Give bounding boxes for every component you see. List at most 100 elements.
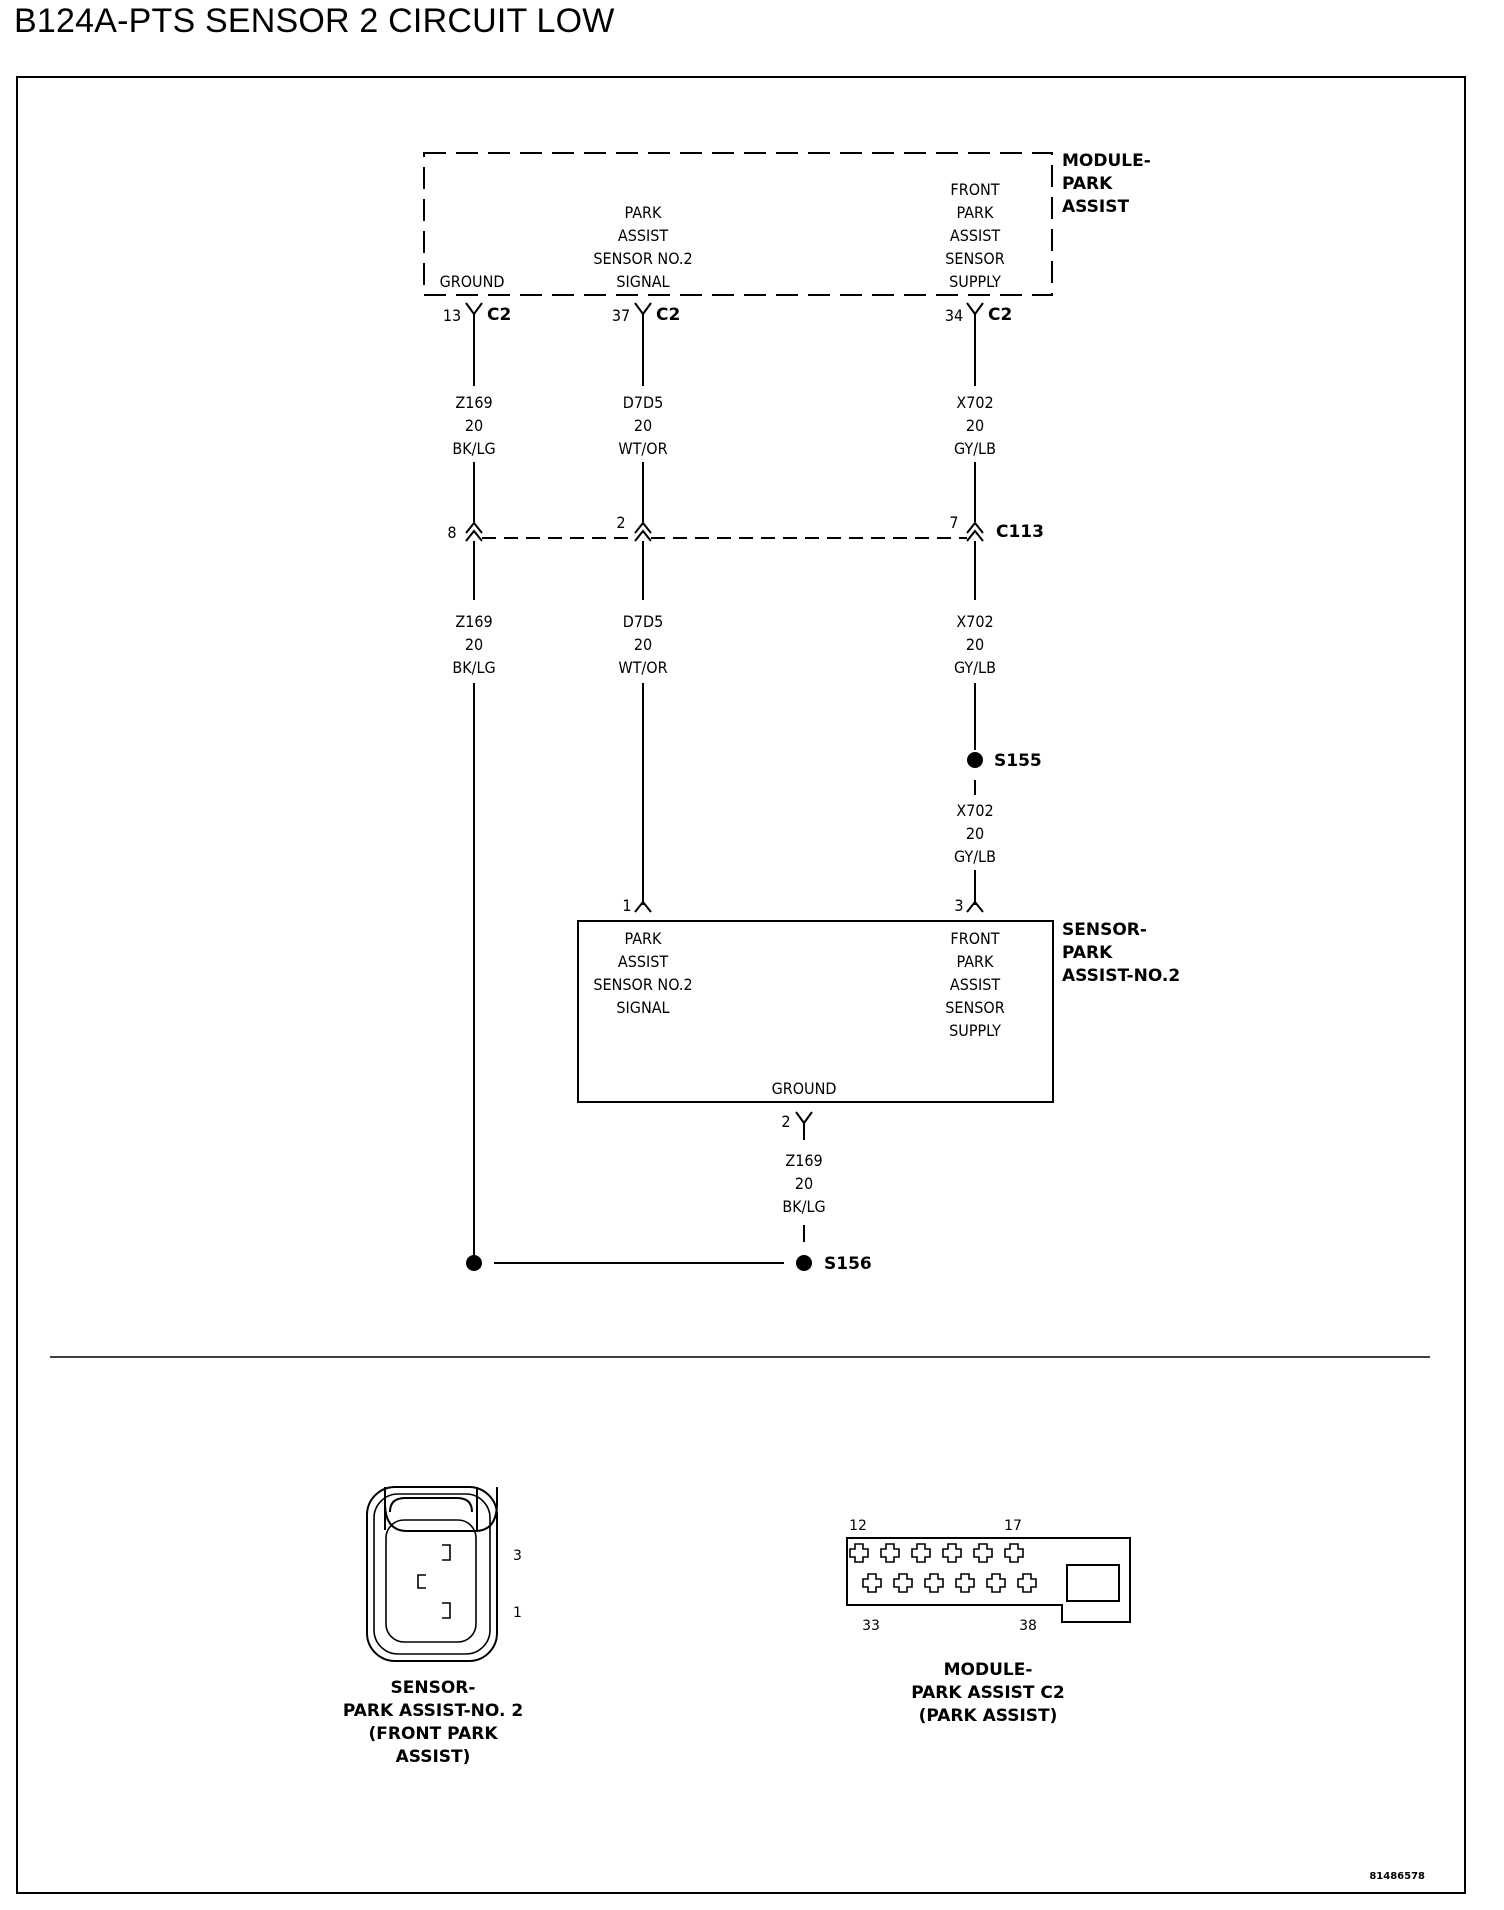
c2-terminal-cavity <box>986 1573 1006 1593</box>
svg-text:ASSIST: ASSIST <box>950 975 1001 994</box>
svg-text:PARK: PARK <box>1062 174 1113 194</box>
page-title: B124A-PTS SENSOR 2 CIRCUIT LOW <box>14 2 615 40</box>
svg-text:PARK: PARK <box>957 203 995 222</box>
c2-terminal-cavity <box>862 1573 882 1593</box>
sensor-pin-supply: 3 <box>954 896 984 915</box>
sensor-park-assist-box <box>577 920 1054 1103</box>
diagram-frame <box>16 76 1466 1894</box>
svg-text:20: 20 <box>465 416 483 435</box>
svg-text:ASSIST: ASSIST <box>1062 197 1129 217</box>
svg-text:20: 20 <box>795 1174 813 1193</box>
svg-text:38: 38 <box>1019 1618 1037 1634</box>
wire-label-supply-lower: X702 20 GY/LB <box>954 612 996 677</box>
svg-text:C2: C2 <box>656 305 680 325</box>
svg-text:ASSIST: ASSIST <box>618 226 669 245</box>
svg-text:SENSOR-: SENSOR- <box>391 1678 476 1698</box>
svg-text:SUPPLY: SUPPLY <box>949 272 1001 291</box>
splice-s155: S155 <box>967 751 1042 771</box>
svg-text:SENSOR-: SENSOR- <box>1062 920 1147 940</box>
sensor-pin-signal: 1 <box>622 896 652 915</box>
svg-text:(PARK ASSIST): (PARK ASSIST) <box>919 1706 1058 1726</box>
c2-pin-ground: 13 C2 <box>443 302 511 386</box>
c2-terminal-cavity <box>893 1573 913 1593</box>
svg-text:FRONT: FRONT <box>950 180 999 199</box>
svg-text:GY/LB: GY/LB <box>954 847 996 866</box>
c2-terminal-cavity <box>955 1573 975 1593</box>
svg-text:GY/LB: GY/LB <box>954 439 996 458</box>
svg-text:PARK: PARK <box>957 952 995 971</box>
svg-text:1: 1 <box>513 1605 522 1621</box>
svg-text:BK/LG: BK/LG <box>782 1197 825 1216</box>
svg-text:GY/LB: GY/LB <box>954 658 996 677</box>
svg-text:34: 34 <box>945 306 963 325</box>
svg-text:C113: C113 <box>996 522 1044 542</box>
svg-text:20: 20 <box>465 635 483 654</box>
c2-pin-signal: 37 C2 <box>612 302 680 386</box>
svg-text:C2: C2 <box>487 305 511 325</box>
c2-terminal-cavity <box>1004 1543 1024 1563</box>
svg-text:20: 20 <box>966 635 984 654</box>
c2-terminal-cavity <box>880 1543 900 1563</box>
svg-text:PARK: PARK <box>1062 943 1113 963</box>
svg-text:PARK ASSIST-NO. 2: PARK ASSIST-NO. 2 <box>343 1701 523 1721</box>
c2-terminal-cavity <box>942 1543 962 1563</box>
svg-text:PARK ASSIST C2: PARK ASSIST C2 <box>911 1683 1065 1703</box>
svg-text:33: 33 <box>862 1618 880 1634</box>
svg-text:S156: S156 <box>824 1254 872 1274</box>
figure-id: 81486578 <box>1369 1871 1425 1882</box>
svg-text:SUPPLY: SUPPLY <box>949 1021 1001 1040</box>
splice-s156: S156 <box>466 1254 872 1274</box>
wire-label-signal-lower: D7D5 20 WT/OR <box>618 612 667 677</box>
sensor-pin-ground: 2 <box>781 1111 813 1140</box>
svg-text:S155: S155 <box>994 751 1042 771</box>
svg-text:PARK: PARK <box>625 203 663 222</box>
svg-text:WT/OR: WT/OR <box>618 658 667 677</box>
wire-label-supply-s155: X702 20 GY/LB <box>954 801 996 866</box>
svg-text:SIGNAL: SIGNAL <box>616 998 669 1017</box>
wire-label-supply-upper: X702 20 GY/LB <box>954 393 996 458</box>
svg-text:20: 20 <box>634 635 652 654</box>
svg-text:20: 20 <box>966 824 984 843</box>
c2-terminal-cavity <box>924 1573 944 1593</box>
c2-terminal-cavity <box>973 1543 993 1563</box>
svg-text:D7D5: D7D5 <box>623 393 663 412</box>
svg-text:BK/LG: BK/LG <box>452 439 495 458</box>
svg-text:ASSIST: ASSIST <box>618 952 669 971</box>
svg-text:FRONT: FRONT <box>950 929 999 948</box>
module-supply-label: FRONT PARK ASSIST SENSOR SUPPLY <box>945 180 1004 291</box>
svg-text:SENSOR NO.2: SENSOR NO.2 <box>593 975 692 994</box>
svg-text:3: 3 <box>954 896 963 915</box>
svg-text:1: 1 <box>622 896 631 915</box>
c2-pin-supply: 34 C2 <box>945 302 1012 386</box>
svg-text:BK/LG: BK/LG <box>452 658 495 677</box>
svg-text:2: 2 <box>781 1112 790 1131</box>
svg-text:C2: C2 <box>988 305 1012 325</box>
module-signal-label: PARK ASSIST SENSOR NO.2 SIGNAL <box>593 203 692 291</box>
svg-text:SENSOR NO.2: SENSOR NO.2 <box>593 249 692 268</box>
svg-text:SENSOR: SENSOR <box>945 998 1004 1017</box>
svg-text:Z169: Z169 <box>455 612 492 631</box>
svg-text:SIGNAL: SIGNAL <box>616 272 669 291</box>
connector-c113: 8 2 7 C113 <box>447 513 1044 542</box>
wire-label-ground-sensor: Z169 20 BK/LG <box>782 1151 825 1216</box>
module-ground-label: GROUND <box>440 272 505 291</box>
svg-text:17: 17 <box>1004 1518 1022 1534</box>
svg-text:X702: X702 <box>956 801 993 820</box>
svg-text:SENSOR: SENSOR <box>945 249 1004 268</box>
svg-text:WT/OR: WT/OR <box>618 439 667 458</box>
svg-text:20: 20 <box>966 416 984 435</box>
svg-text:Z169: Z169 <box>785 1151 822 1170</box>
svg-text:ASSIST-NO.2: ASSIST-NO.2 <box>1062 966 1180 986</box>
svg-text:MODULE-: MODULE- <box>944 1660 1033 1680</box>
module-park-assist-name: MODULE- PARK ASSIST <box>1062 151 1151 217</box>
svg-text:20: 20 <box>634 416 652 435</box>
sensor-ground-label: GROUND <box>772 1079 837 1098</box>
svg-text:ASSIST: ASSIST <box>950 226 1001 245</box>
svg-text:7: 7 <box>949 513 958 532</box>
svg-text:D7D5: D7D5 <box>623 612 663 631</box>
svg-text:Z169: Z169 <box>455 393 492 412</box>
c2-terminal-cavity <box>1017 1573 1037 1593</box>
svg-text:MODULE-: MODULE- <box>1062 151 1151 171</box>
svg-text:X702: X702 <box>956 612 993 631</box>
